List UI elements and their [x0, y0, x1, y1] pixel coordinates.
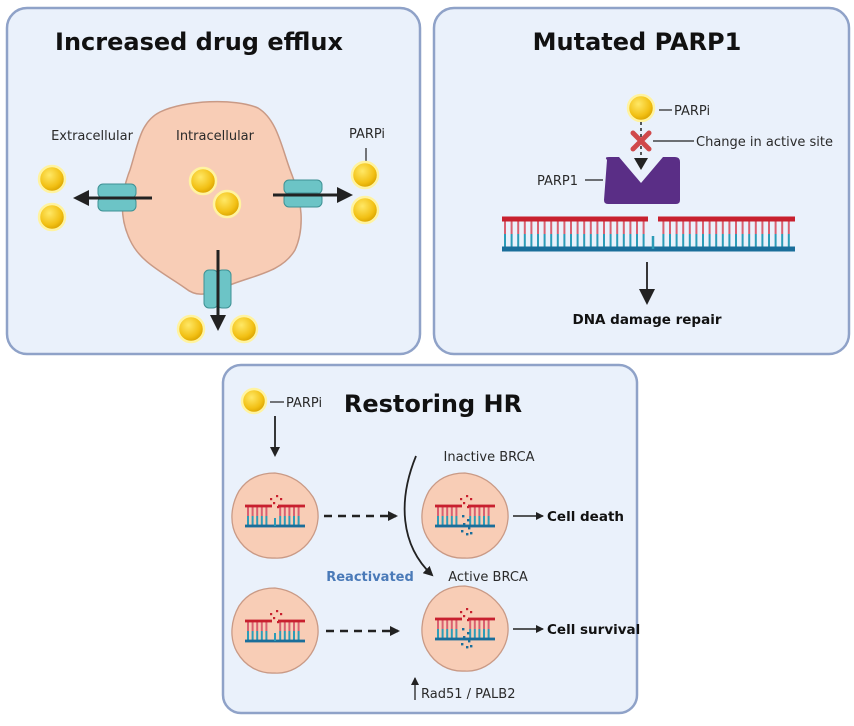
- drug-molecule: [37, 202, 67, 232]
- dna-fragment: [470, 532, 473, 535]
- dna-fragment: [468, 527, 471, 530]
- panel-title: Mutated PARP1: [533, 28, 742, 56]
- dna-fragment: [463, 615, 466, 618]
- dna-backbone-top: [245, 619, 272, 623]
- dna-backbone-top: [278, 504, 305, 508]
- active-brca-label: Active BRCA: [448, 570, 528, 585]
- dna-fragment: [277, 506, 280, 509]
- dna-fragment: [461, 643, 464, 646]
- dna-strand-damaged: [245, 495, 305, 528]
- parp1-label: PARP1: [537, 174, 578, 189]
- cell-active-brca: [421, 585, 509, 672]
- dna-backbone-top: [468, 504, 495, 508]
- dna-fragment: [276, 610, 279, 613]
- panel-title: Restoring HR: [344, 390, 522, 418]
- rad51-palb2-label: Rad51 / PALB2: [421, 687, 516, 702]
- parpi-label: PARPi: [286, 396, 322, 411]
- dna-strand-damaged: [245, 610, 305, 643]
- panel-title: Increased drug efflux: [55, 28, 343, 56]
- dna-backbone-top: [435, 617, 462, 621]
- dna-fragment: [470, 498, 473, 501]
- dna-backbone-top: [278, 619, 305, 623]
- dna-fragment: [280, 498, 283, 501]
- parpi-label: PARPi: [674, 104, 710, 119]
- cell-inactive-brca: [421, 472, 509, 559]
- efflux-channel-bottom: [203, 269, 232, 309]
- cell-body: [231, 587, 319, 674]
- dna-fragment: [276, 495, 279, 498]
- x-mark-icon: [630, 130, 652, 152]
- panel-restoring-hr: Restoring HR PARPi Inactive BRCA Reactiv…: [221, 363, 640, 715]
- dna-fragment: [467, 619, 470, 622]
- cell-body: [421, 472, 509, 559]
- drug-molecule: [176, 314, 206, 344]
- dna-fragment: [277, 621, 280, 624]
- dna-fragment: [467, 632, 470, 635]
- panel-frame: [432, 6, 851, 356]
- dna-fragment: [463, 502, 466, 505]
- dna-fragment: [467, 506, 470, 509]
- parpi-molecule: [626, 93, 656, 123]
- cell-survival-label: Cell survival: [547, 622, 640, 638]
- dna-strand-damaged: [435, 495, 495, 536]
- panel-increased-drug-efflux: Increased drug efflux Extracellular Intr…: [5, 6, 422, 356]
- dna-backbone-top: [658, 216, 795, 222]
- drug-molecule: [37, 164, 67, 194]
- dna-strand-damaged: [435, 608, 495, 649]
- dna-fragment: [463, 636, 466, 639]
- dna-fragment: [460, 498, 463, 501]
- dna-backbone-top: [245, 504, 272, 508]
- cell-parpi-treated-bottom: [231, 587, 319, 674]
- dna-fragment: [468, 640, 471, 643]
- dna-fragment: [273, 502, 276, 505]
- drug-molecule: [229, 314, 259, 344]
- cell-body: [421, 585, 509, 672]
- dna-backbone-top: [435, 504, 462, 508]
- change-in-active-site-label: Change in active site: [696, 135, 833, 150]
- cell-parpi-treated-top: [231, 472, 319, 559]
- dna-fragment: [460, 611, 463, 614]
- reactivated-label: Reactivated: [326, 570, 414, 585]
- drug-molecules: [37, 160, 380, 344]
- parpi-label: PARPi: [349, 127, 385, 142]
- binding-arrowhead: [634, 158, 648, 170]
- dna-backbone-bottom: [435, 524, 495, 528]
- drug-molecule: [350, 195, 380, 225]
- dna-fragment: [461, 530, 464, 533]
- dna-fragment: [466, 495, 469, 498]
- drug-molecule: [350, 160, 380, 190]
- dna-fragment: [280, 613, 283, 616]
- cell-death-label: Cell death: [547, 509, 624, 525]
- dna-fragment: [470, 611, 473, 614]
- parp1-enzyme: [604, 157, 680, 204]
- intracellular-label: Intracellular: [176, 129, 255, 144]
- dna-backbone-bottom: [502, 246, 795, 252]
- dna-fragment: [270, 498, 273, 501]
- dna-fragment: [462, 628, 465, 631]
- curved-reactivation-arrow: [403, 455, 434, 577]
- dna-backbone-top: [502, 216, 648, 222]
- dna-fragment: [470, 645, 473, 648]
- panel-mutated-parp1: Mutated PARP1 PARPi Change in active sit…: [432, 6, 851, 356]
- dna-fragment: [273, 617, 276, 620]
- dna-damage-repair-label: DNA damage repair: [573, 312, 722, 328]
- drug-molecule: [188, 166, 218, 196]
- drug-molecule: [212, 189, 242, 219]
- cell-body: [231, 472, 319, 559]
- dna-fragment: [466, 533, 469, 536]
- dna-fragment: [466, 646, 469, 649]
- dna-fragment: [270, 613, 273, 616]
- extracellular-label: Extracellular: [51, 129, 134, 144]
- parpi-molecule: [240, 387, 268, 415]
- dna-fragment: [466, 608, 469, 611]
- dna-fragment: [462, 515, 465, 518]
- dna-strand-broken: [502, 216, 795, 252]
- dna-backbone-bottom: [435, 637, 495, 641]
- efflux-channel-left: [97, 183, 137, 212]
- inactive-brca-label: Inactive BRCA: [444, 450, 535, 465]
- dna-fragment: [467, 519, 470, 522]
- dna-backbone-top: [468, 617, 495, 621]
- dna-fragment: [463, 523, 466, 526]
